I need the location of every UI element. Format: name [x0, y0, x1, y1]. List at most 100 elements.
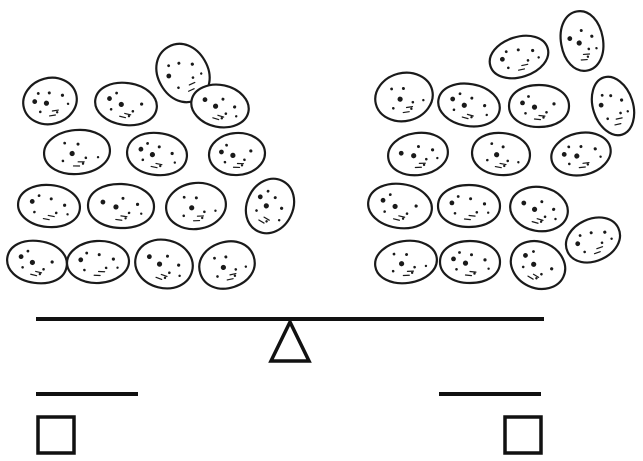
- potato-mark: [217, 114, 225, 118]
- potato-eye: [411, 100, 415, 104]
- right-answer-box[interactable]: [503, 415, 543, 455]
- potato-eye: [567, 145, 571, 149]
- potato-outline: [509, 240, 567, 290]
- potato-eye: [475, 211, 479, 214]
- potato-outline: [387, 131, 449, 177]
- potato: [550, 131, 612, 177]
- potato-mark: [115, 218, 123, 221]
- potato-eye: [257, 194, 263, 200]
- potato-eye: [487, 211, 490, 214]
- potato-eye: [587, 47, 591, 51]
- potato: [165, 181, 227, 231]
- potato-outline: [550, 131, 612, 177]
- potato-outline: [126, 131, 188, 177]
- potato-outline: [155, 42, 211, 104]
- potato-eye: [109, 107, 113, 111]
- potato-eye: [486, 158, 489, 162]
- left-potato-pile: [6, 42, 296, 290]
- potato-eye: [552, 207, 556, 211]
- potato-eye: [578, 234, 582, 237]
- potato-eye: [539, 220, 543, 223]
- potato-eye: [104, 266, 108, 270]
- potato-eye: [398, 261, 405, 267]
- potato-eye: [157, 145, 161, 149]
- potato-eye: [201, 216, 204, 220]
- potato-mark: [461, 116, 469, 120]
- potato-eye: [586, 55, 590, 58]
- potato-eye: [55, 111, 59, 114]
- potato-eye: [224, 255, 228, 259]
- potato-eye: [127, 114, 131, 118]
- potato-eye: [165, 254, 169, 258]
- potato: [43, 128, 111, 176]
- potato-eye: [524, 112, 527, 115]
- potato-eye: [63, 203, 67, 207]
- potato-outline: [86, 182, 156, 230]
- potato-eye: [18, 254, 24, 260]
- potato-eye: [537, 56, 540, 59]
- potato-mark: [188, 81, 196, 86]
- potato-mark: [615, 117, 623, 120]
- potato-eye: [234, 268, 238, 271]
- potato: [374, 239, 438, 285]
- potato-eye: [97, 253, 101, 257]
- potato-eye: [273, 196, 277, 200]
- potato-eye: [85, 251, 89, 255]
- potato-eye: [76, 142, 80, 146]
- potato-eye: [33, 210, 36, 214]
- potato-eye: [531, 104, 538, 110]
- potato-eye: [177, 263, 181, 267]
- potato-eye: [263, 203, 269, 209]
- potato-eye: [458, 92, 462, 96]
- potato-eye: [461, 102, 467, 108]
- potato-eye: [167, 64, 171, 68]
- potato-outline: [190, 83, 250, 129]
- potato: [507, 83, 571, 129]
- potato-mark: [405, 106, 414, 109]
- potato-eye: [430, 148, 435, 152]
- potato-mark: [582, 53, 591, 56]
- potato-eye: [32, 99, 38, 104]
- potato-outline: [488, 34, 550, 80]
- potato: [509, 240, 567, 290]
- potato-eye: [606, 117, 609, 121]
- potato-outline: [17, 183, 81, 229]
- potato-eye: [49, 197, 53, 201]
- potato-eye: [214, 209, 217, 212]
- potato-eye: [69, 150, 75, 157]
- potato-mark: [119, 115, 127, 119]
- potato-mark: [35, 270, 43, 274]
- potato-eye: [388, 193, 392, 197]
- potato-eye: [451, 256, 456, 262]
- potato-eye: [410, 271, 414, 275]
- potato-eye: [579, 28, 583, 32]
- potato: [134, 238, 194, 290]
- potato: [437, 82, 501, 128]
- potato-mark: [72, 165, 81, 167]
- potato: [438, 239, 502, 285]
- potato-eye: [422, 98, 425, 102]
- potato-mark: [499, 162, 507, 166]
- potato-eye: [469, 197, 473, 201]
- potato-eye: [280, 206, 284, 210]
- potato-eye: [401, 86, 405, 90]
- left-answer-box[interactable]: [36, 415, 76, 455]
- potato-eye: [173, 161, 176, 164]
- potato-mark: [578, 166, 586, 169]
- potato-eye: [540, 272, 543, 276]
- potato-eye: [527, 95, 530, 98]
- potato-eye: [100, 199, 106, 205]
- potato-eye: [146, 254, 152, 260]
- potato-eye: [213, 256, 216, 260]
- potato-mark: [494, 165, 502, 169]
- potato-eye: [111, 257, 115, 261]
- potato-eye: [413, 265, 416, 269]
- potato-eye: [121, 196, 125, 200]
- potato-eye: [610, 237, 613, 240]
- potato-eye: [177, 86, 180, 90]
- potato-eye: [115, 91, 119, 95]
- potato-mark: [464, 274, 473, 277]
- potato-eye: [63, 141, 67, 145]
- potato: [155, 42, 211, 104]
